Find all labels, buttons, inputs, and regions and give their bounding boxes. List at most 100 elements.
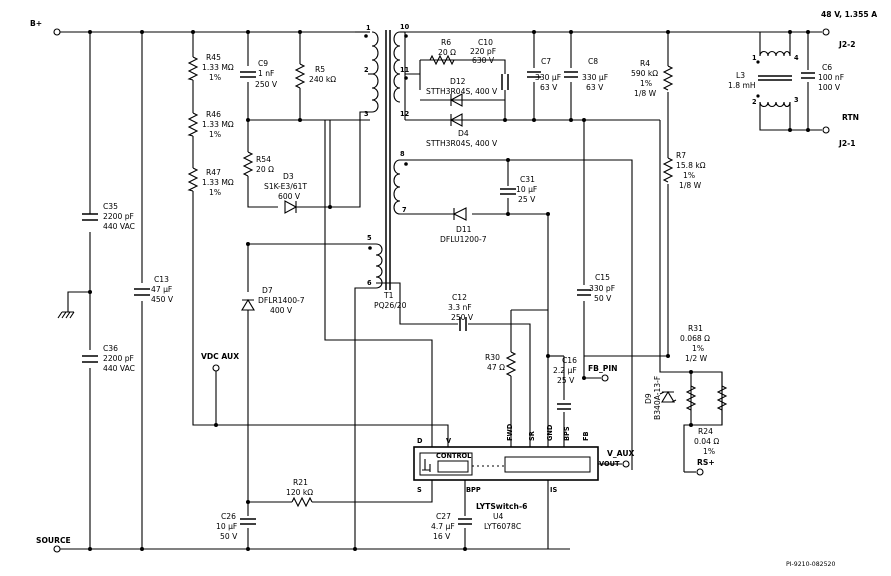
capacitor-c6: C6 100 nF 100 V: [801, 63, 844, 92]
rs-plus-label: RS+: [697, 458, 715, 467]
svg-text:1%: 1%: [209, 130, 221, 139]
capacitor-c15: C15 330 pF 50 V: [577, 273, 615, 303]
svg-text:25 V: 25 V: [557, 376, 575, 385]
svg-text:C8: C8: [588, 57, 598, 66]
capacitor-c13: C13 47 µF 450 V: [134, 275, 174, 304]
diode-d7: D7 DFLR1400-7 400 V: [241, 286, 305, 315]
svg-text:1.8 mH: 1.8 mH: [728, 81, 756, 90]
svg-text:C13: C13: [154, 275, 169, 284]
svg-text:R4: R4: [640, 59, 650, 68]
svg-text:SR: SR: [528, 431, 536, 441]
svg-text:R47: R47: [206, 168, 221, 177]
svg-text:T1: T1: [383, 291, 394, 300]
svg-text:220 pF: 220 pF: [470, 47, 496, 56]
svg-text:330 pF: 330 pF: [589, 284, 615, 293]
svg-text:1.33 MΩ: 1.33 MΩ: [202, 63, 234, 72]
svg-text:D11: D11: [456, 225, 472, 234]
j2-2-label: J2-2: [838, 40, 856, 49]
fb-pin-label: FB_PIN: [588, 364, 618, 373]
svg-text:V: V: [446, 437, 452, 445]
svg-text:LYT6078C: LYT6078C: [484, 522, 521, 531]
diode-d9: D9 B340A-13-F: [644, 376, 677, 420]
svg-text:15.8 kΩ: 15.8 kΩ: [676, 161, 706, 170]
svg-text:R6: R6: [441, 38, 451, 47]
svg-text:330 µF: 330 µF: [535, 73, 561, 82]
svg-text:C15: C15: [595, 273, 610, 282]
capacitor-c26: C26 10 µF 50 V: [216, 512, 256, 541]
svg-text:1%: 1%: [703, 447, 715, 456]
svg-text:D4: D4: [458, 129, 469, 138]
resistor-r6: R6 20 Ω: [429, 38, 456, 66]
svg-text:1/2 W: 1/2 W: [685, 354, 708, 363]
svg-text:47 µF: 47 µF: [151, 285, 172, 294]
svg-text:2.2 µF: 2.2 µF: [553, 366, 577, 375]
inductor-l3: 1 2 3 4 L3 1.8 mH: [728, 50, 799, 108]
svg-text:600 V: 600 V: [278, 192, 301, 201]
svg-text:C36: C36: [103, 344, 118, 353]
svg-text:1%: 1%: [692, 344, 704, 353]
svg-text:C7: C7: [541, 57, 551, 66]
svg-text:CONTROL: CONTROL: [436, 452, 472, 460]
capacitor-c8: C8 330 µF 63 V: [564, 57, 608, 92]
svg-text:D7: D7: [262, 286, 273, 295]
svg-text:5: 5: [367, 234, 372, 242]
svg-text:L3: L3: [736, 71, 745, 80]
svg-text:20 Ω: 20 Ω: [256, 165, 274, 174]
svg-text:240 kΩ: 240 kΩ: [309, 75, 336, 84]
transformer-t1: 1 2 3 10 11 12 8 7 5 6 T1 PQ26/20: [364, 23, 410, 310]
diode-d3: D3 S1K-E3/61T 600 V: [264, 172, 307, 214]
resistor-r24: R24 0.04 Ω 1%: [694, 385, 728, 456]
svg-text:2: 2: [364, 66, 369, 74]
svg-text:1: 1: [366, 24, 371, 32]
svg-text:3: 3: [794, 96, 799, 104]
svg-text:1%: 1%: [640, 79, 652, 88]
svg-text:VOUT: VOUT: [599, 460, 620, 468]
svg-text:D3: D3: [283, 172, 294, 181]
svg-text:47 Ω: 47 Ω: [487, 363, 505, 372]
svg-text:4.7 µF: 4.7 µF: [431, 522, 455, 531]
resistor-r5: R5 240 kΩ: [294, 63, 336, 89]
vdc-aux-label: VDC AUX: [201, 352, 239, 361]
svg-text:DFLR1400-7: DFLR1400-7: [258, 296, 305, 305]
svg-text:400 V: 400 V: [270, 306, 293, 315]
svg-text:120 kΩ: 120 kΩ: [286, 488, 313, 497]
resistor-r47: R47 1.33 MΩ 1%: [187, 167, 234, 197]
svg-text:250 V: 250 V: [451, 313, 474, 322]
svg-text:R45: R45: [206, 53, 221, 62]
resistor-r7: R7 15.8 kΩ 1% 1/8 W: [662, 151, 706, 190]
svg-text:PQ26/20: PQ26/20: [374, 301, 407, 310]
svg-text:250 V: 250 V: [255, 80, 278, 89]
svg-text:1%: 1%: [209, 188, 221, 197]
capacitor-c9: C9 1 nF 250 V: [240, 59, 278, 89]
rtn-label: RTN: [842, 113, 859, 122]
svg-text:6: 6: [367, 279, 372, 287]
source-label: SOURCE: [36, 536, 71, 545]
capacitor-c7: C7 330 µF 63 V: [527, 57, 561, 92]
capacitor-c10: C10 220 pF 630 V: [470, 38, 509, 90]
svg-text:R31: R31: [688, 324, 703, 333]
svg-text:BPP: BPP: [466, 486, 481, 494]
svg-text:2200 pF: 2200 pF: [103, 212, 134, 221]
svg-text:25 V: 25 V: [518, 195, 536, 204]
svg-text:R54: R54: [256, 155, 271, 164]
svg-text:4: 4: [794, 54, 799, 62]
v-aux-label: V_AUX: [607, 449, 634, 458]
svg-text:63 V: 63 V: [586, 83, 604, 92]
svg-text:3: 3: [364, 110, 369, 118]
svg-text:440 VAC: 440 VAC: [103, 222, 135, 231]
svg-text:2: 2: [752, 98, 757, 106]
capacitor-c12: C12 3.3 nF 250 V: [448, 293, 474, 331]
svg-text:GND: GND: [546, 424, 554, 441]
resistor-r31: R31 0.068 Ω 1% 1/2 W: [680, 324, 710, 411]
capacitor-c31: C31 10 µF 25 V: [500, 175, 537, 204]
wires: [57, 31, 822, 550]
svg-text:C26: C26: [221, 512, 236, 521]
svg-text:STTH3R04S, 400 V: STTH3R04S, 400 V: [426, 139, 498, 148]
svg-text:1.33 MΩ: 1.33 MΩ: [202, 178, 234, 187]
svg-text:STTH3R04S, 400 V: STTH3R04S, 400 V: [426, 87, 498, 96]
ic-u4: CONTROL D V S BPP IS VOUT FWD SR GND BPS…: [413, 423, 620, 531]
capacitor-c16: C16 2.2 µF 25 V: [553, 356, 577, 410]
svg-text:R21: R21: [293, 478, 308, 487]
svg-text:C27: C27: [436, 512, 451, 521]
